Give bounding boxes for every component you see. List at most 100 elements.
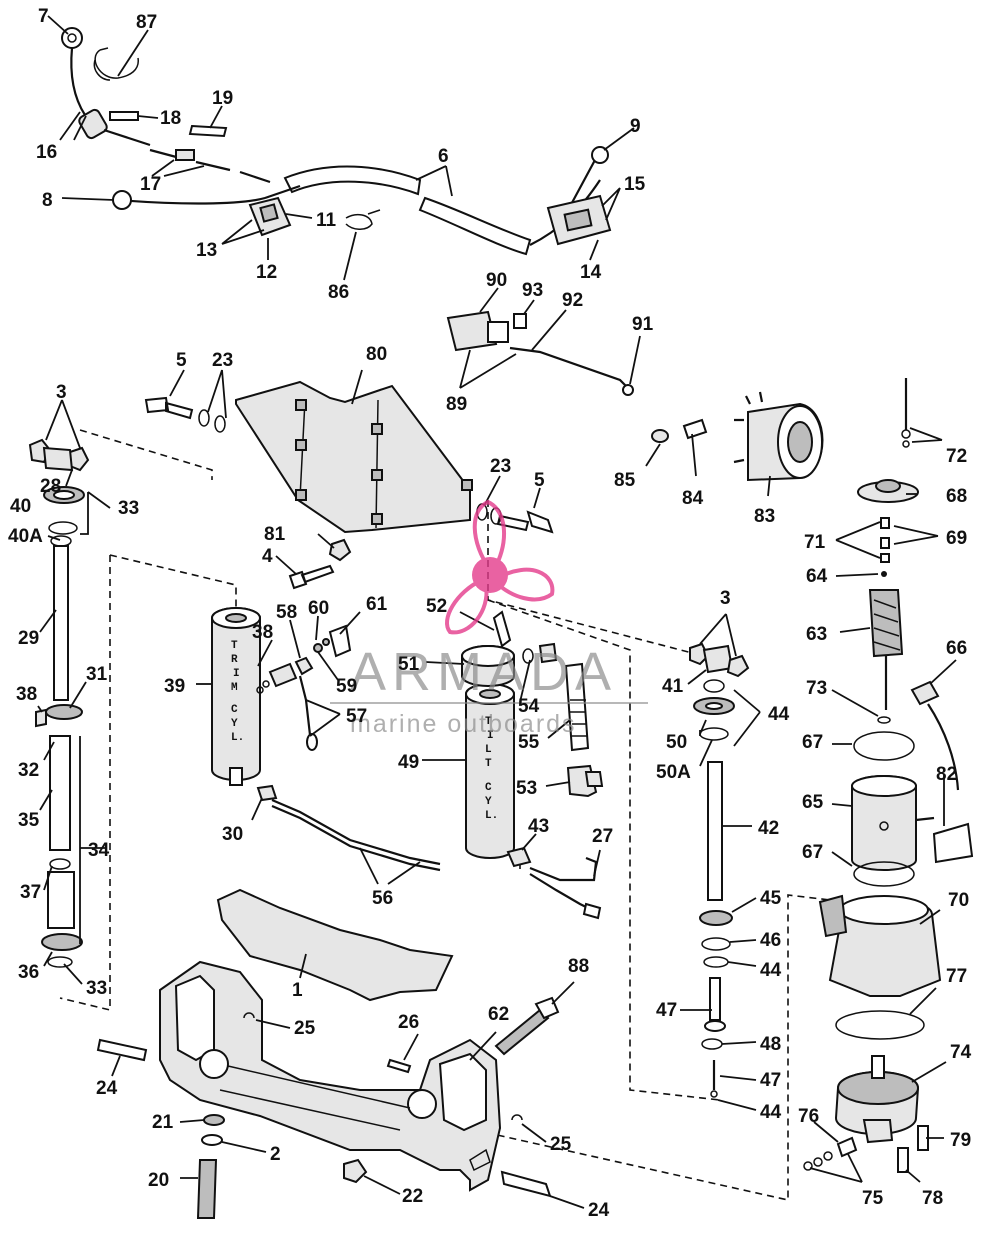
tilt-cyl-char-2: I: [487, 730, 494, 742]
plug-84: [682, 418, 708, 440]
trim-fittings: [256, 624, 441, 872]
callout-25-right: 25: [550, 1134, 572, 1155]
washer-21: [203, 1114, 225, 1126]
callout-16: 16: [36, 142, 57, 163]
o-ring-46: [701, 937, 731, 951]
callout-71: 71: [804, 532, 826, 553]
o-ring-77: [835, 1010, 925, 1040]
callout-63: 63: [806, 624, 827, 645]
callout-36: 36: [18, 962, 39, 983]
callout-42: 42: [758, 818, 779, 839]
bolt-24-left: [96, 1038, 148, 1062]
fitting-61: [328, 624, 352, 658]
callout-58: 58: [276, 602, 297, 623]
tilt-cyl-char-7: L.: [485, 810, 498, 822]
callout-37: 37: [20, 882, 41, 903]
callout-24-right: 24: [588, 1200, 610, 1221]
callout-48: 48: [760, 1034, 781, 1055]
swivel-arm-1: [216, 888, 454, 1002]
grommet-85: [651, 429, 670, 443]
callout-75: 75: [862, 1188, 884, 1209]
callout-1: 1: [292, 980, 303, 1001]
callout-40: 40: [10, 496, 31, 517]
fasteners-upper: [144, 396, 554, 590]
tilt-cylinder-49: [461, 610, 515, 859]
callout-52: 52: [426, 596, 447, 617]
bolt-5-right: [496, 510, 554, 534]
trim-cylinder-39: [211, 607, 261, 786]
label-82: [932, 822, 974, 864]
callout-12: 12: [256, 262, 277, 283]
pin-93: [513, 313, 527, 329]
callout-21: 21: [152, 1112, 174, 1133]
nut-3d: [726, 654, 750, 678]
callout-41: 41: [662, 676, 684, 697]
callout-84: 84: [682, 488, 704, 509]
trim-cyl-char-7: L.: [231, 732, 244, 744]
harness-sleeve-6a: [283, 165, 422, 196]
valve-76: [836, 1136, 858, 1158]
callout-11: 11: [316, 210, 337, 231]
brush-69a: [880, 517, 890, 529]
trim-cyl-char-4: M: [231, 682, 238, 694]
nut-3b: [69, 446, 90, 472]
o-ring-44b: [703, 956, 729, 968]
watermark-title: ARMADA: [350, 642, 617, 702]
screw-26: [386, 1058, 412, 1074]
harness-sleeve-6b: [418, 196, 532, 256]
pin-25-left: [243, 1012, 255, 1019]
wire-57: [298, 675, 312, 736]
trim-cyl-char-1: T: [231, 640, 238, 652]
callout-29: 29: [18, 628, 39, 649]
callout-73: 73: [806, 678, 827, 699]
bolt-24-right: [500, 1170, 552, 1198]
callout-47-bottom: 47: [760, 1070, 781, 1091]
callout-44-top: 44: [768, 704, 790, 725]
callout-50: 50: [666, 732, 687, 753]
callout-67-bottom: 67: [802, 842, 823, 863]
callout-20: 20: [148, 1170, 169, 1191]
callout-6: 6: [438, 146, 449, 167]
callout-90: 90: [486, 270, 507, 291]
left-manual-tilt-column: [28, 438, 90, 968]
callout-61: 61: [366, 594, 388, 615]
watermark-subtitle: marine outboards: [350, 710, 577, 738]
callout-60: 60: [308, 598, 329, 619]
nut-3c: [689, 642, 710, 666]
callout-64: 64: [806, 566, 828, 587]
clamp-86: [345, 209, 381, 230]
o-ring-67b: [853, 861, 915, 887]
armada-watermark: ARMADA marine outboards: [330, 499, 648, 738]
trim-sender-group: [446, 310, 634, 396]
callout-31: 31: [86, 664, 108, 685]
propeller-hub: [472, 557, 508, 593]
wire-clip-87: [94, 47, 139, 79]
callout-4: 4: [262, 546, 273, 567]
tilt-cyl-char-1: T: [485, 716, 492, 728]
callout-81: 81: [264, 524, 286, 545]
nut-81: [328, 538, 352, 562]
brush-69b: [880, 537, 890, 549]
callout-55: 55: [518, 732, 540, 753]
callout-17: 17: [140, 174, 161, 195]
callout-65: 65: [802, 792, 824, 813]
callout-54: 54: [518, 696, 540, 717]
tube-56: [271, 798, 441, 866]
bolt-88: [494, 1008, 550, 1056]
callout-33-top: 33: [118, 498, 139, 519]
seal-36: [41, 933, 84, 951]
cap-28: [42, 446, 74, 472]
ring-terminal-9: [591, 146, 609, 164]
trim-cyl-char-3: I: [233, 668, 240, 680]
callout-28: 28: [40, 476, 61, 497]
callout-23-top: 23: [212, 350, 233, 371]
callout-70: 70: [948, 890, 969, 911]
callout-56: 56: [372, 888, 393, 909]
callout-49: 49: [398, 752, 419, 773]
callout-30: 30: [222, 824, 243, 845]
piece-38-left: [35, 708, 47, 728]
tilt-cylinder-text: T I L T C Y L.: [485, 716, 498, 822]
callout-25-left: 25: [294, 1018, 316, 1039]
nut-22: [343, 1158, 368, 1184]
screw-79: [917, 1125, 929, 1151]
